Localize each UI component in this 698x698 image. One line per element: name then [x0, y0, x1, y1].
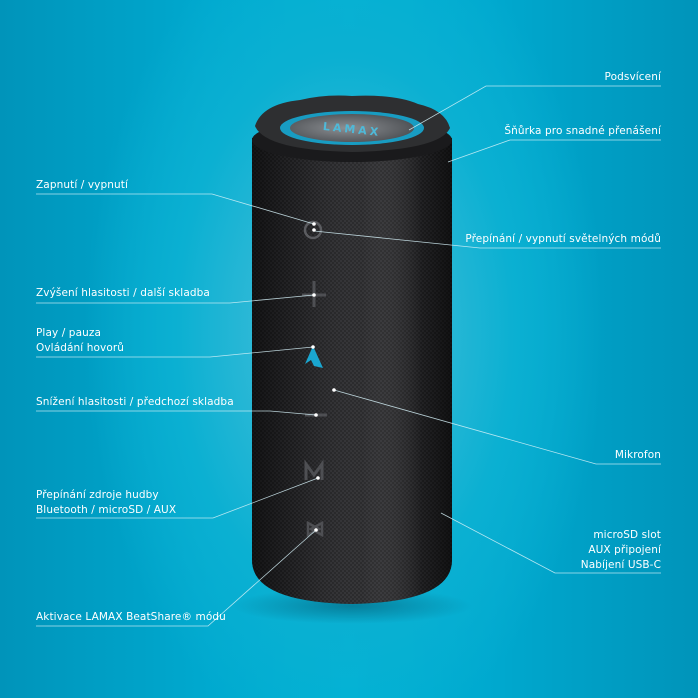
label-play-pause: Play / pauza Ovládání hovorů — [36, 327, 125, 354]
label-ports: microSD slot AUX připojení Nabíjení USB-… — [580, 529, 661, 571]
line-backlight — [408, 85, 661, 131]
line-power — [36, 193, 315, 225]
line-microphone — [333, 389, 661, 465]
button-power — [303, 220, 323, 240]
mode-m-icon — [304, 459, 324, 480]
line-play — [36, 346, 314, 358]
label-power: Zapnutí / vypnutí — [36, 179, 128, 191]
label-volume-up: Zvýšení hlasitosti / další skladba — [36, 287, 210, 299]
line-light-modes — [313, 230, 661, 249]
button-play — [305, 346, 323, 368]
line-volume-down — [36, 410, 317, 416]
speaker-body — [252, 138, 452, 604]
button-mode — [304, 459, 324, 480]
label-strap: Šňůrka pro snadné přenášení — [504, 125, 661, 137]
top-logo: LAMAX — [322, 120, 382, 139]
label-beatshare: Aktivace LAMAX BeatShare® módu — [36, 611, 226, 623]
label-mode: Přepínání zdroje hudby Bluetooth / micro… — [36, 489, 177, 516]
power-icon — [303, 220, 323, 240]
label-microphone: Mikrofon — [614, 449, 661, 461]
label-light-modes: Přepínání / vypnutí světelných módů — [465, 233, 661, 245]
line-ports — [440, 512, 661, 574]
line-volume-up — [36, 294, 315, 304]
line-mode — [36, 477, 319, 519]
top-disc — [290, 114, 414, 142]
label-backlight: Podsvícení — [604, 71, 661, 83]
speaker-top-cap: LAMAX — [252, 95, 452, 162]
line-strap — [447, 139, 661, 163]
lamax-logo-icon — [305, 346, 323, 368]
label-volume-down: Snížení hlasitosti / předchozí skladba — [36, 396, 234, 408]
callout-lines — [36, 85, 661, 627]
line-beatshare — [36, 529, 317, 627]
callout-dots — [311, 222, 336, 532]
